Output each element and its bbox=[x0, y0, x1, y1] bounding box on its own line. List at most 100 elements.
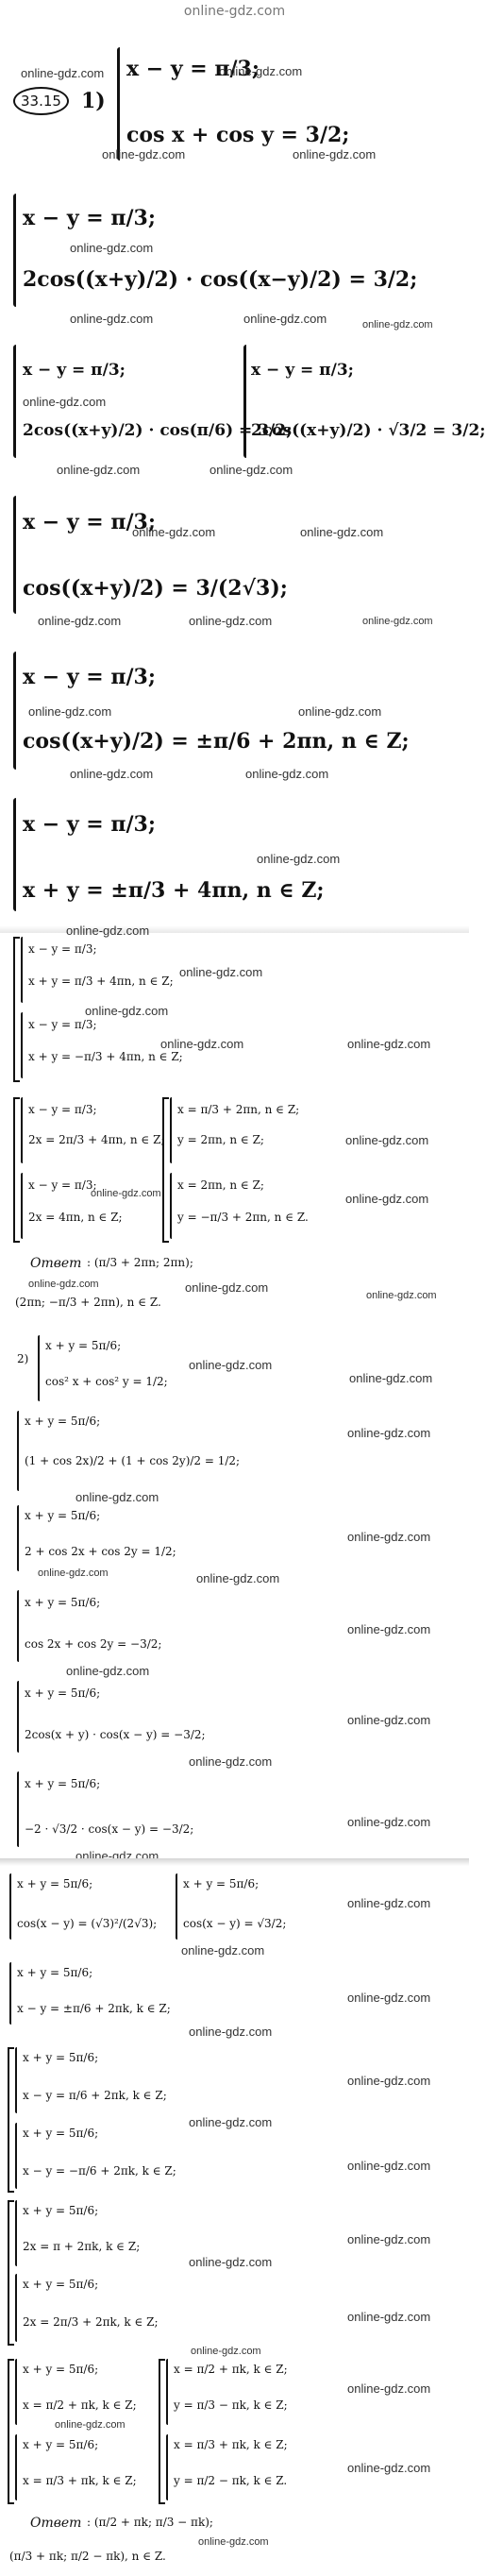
watermark: online-gdz.com bbox=[300, 525, 384, 539]
watermark: online-gdz.com bbox=[38, 1568, 109, 1579]
watermark: online-gdz.com bbox=[362, 616, 433, 627]
system-brace bbox=[38, 1335, 40, 1401]
watermark: online-gdz.com bbox=[55, 2419, 126, 2431]
watermark: online-gdz.com bbox=[160, 1037, 244, 1051]
site-header: online-gdz.com bbox=[183, 4, 286, 19]
watermark: online-gdz.com bbox=[28, 1279, 99, 1290]
equation-line: 2x = 2π/3 + 4πn, n ∈ Z; bbox=[28, 1133, 165, 1146]
watermark: online-gdz.com bbox=[91, 1188, 161, 1199]
system-brace bbox=[170, 1173, 172, 1239]
watermark: online-gdz.com bbox=[23, 395, 107, 409]
watermark: online-gdz.com bbox=[189, 2255, 273, 2269]
equation-line: x − y = π/3; bbox=[23, 665, 156, 689]
watermark: online-gdz.com bbox=[347, 2159, 431, 2173]
collection-bracket bbox=[8, 2200, 14, 2346]
equation-line: 2x = 4πn, n ∈ Z; bbox=[28, 1211, 123, 1224]
collection-bracket bbox=[8, 2359, 14, 2504]
system-brace bbox=[13, 798, 16, 911]
equation-line: x + y = 5π/6; bbox=[25, 1596, 101, 1609]
system-brace bbox=[15, 2434, 17, 2500]
collection-bracket bbox=[159, 2359, 165, 2504]
equation-line: cos((x+y)/2) = 3/(2√3); bbox=[23, 576, 288, 601]
equation-line: x + y = π/3 + 4πn, n ∈ Z; bbox=[28, 974, 174, 988]
system-brace bbox=[17, 1771, 19, 1847]
equation-line: y = π/2 − πk, k ∈ Z. bbox=[174, 2474, 288, 2487]
answer-line: : (π/3 + 2πn; 2πn); bbox=[87, 1256, 193, 1269]
equation-line: x + y = 5π/6; bbox=[25, 1509, 101, 1522]
watermark: online-gdz.com bbox=[70, 312, 154, 326]
equation-line: 2x = 2π/3 + 2πk, k ∈ Z; bbox=[23, 2315, 159, 2329]
part1-label: 1) bbox=[81, 89, 106, 113]
watermark: online-gdz.com bbox=[196, 1571, 280, 1585]
collection-bracket bbox=[162, 1097, 169, 1243]
system-brace bbox=[117, 47, 120, 161]
watermark: online-gdz.com bbox=[347, 1991, 431, 2005]
equation-line: x − y = ±π/6 + 2πk, k ∈ Z; bbox=[17, 2002, 171, 2015]
watermark: online-gdz.com bbox=[70, 767, 154, 781]
equation-line: x = π/3 + 2πn, n ∈ Z; bbox=[177, 1103, 300, 1116]
equation-line: cos x + cos y = 3/2; bbox=[126, 123, 350, 147]
equation-line: x = π/3 + πk, k ∈ Z; bbox=[174, 2438, 288, 2451]
watermark: online-gdz.com bbox=[345, 1133, 429, 1147]
watermark: online-gdz.com bbox=[132, 525, 216, 539]
equation-line: x + y = 5π/6; bbox=[23, 2051, 99, 2064]
watermark: online-gdz.com bbox=[70, 241, 154, 255]
equation-line: x − y = π/3; bbox=[126, 57, 260, 81]
equation-line: 2cos((x+y)/2) · √3/2 = 3/2; bbox=[251, 421, 486, 440]
watermark: online-gdz.com bbox=[347, 1896, 431, 1910]
equation-line: x = π/2 + πk, k ∈ Z; bbox=[23, 2398, 137, 2412]
equation-line: x − y = π/3; bbox=[28, 942, 97, 956]
equation-line: x − y = π/3; bbox=[23, 206, 156, 230]
watermark: online-gdz.com bbox=[347, 1530, 431, 1544]
watermark: online-gdz.com bbox=[189, 2025, 273, 2039]
equation-line: y = −π/3 + 2πn, n ∈ Z. bbox=[177, 1211, 309, 1224]
equation-line: x − y = π/3; bbox=[28, 1103, 97, 1116]
equation-line: cos((x+y)/2) = ±π/6 + 2πn, n ∈ Z; bbox=[23, 729, 410, 754]
equation-line: 2cos((x+y)/2) · cos((x−y)/2) = 3/2; bbox=[23, 267, 418, 292]
system-brace bbox=[13, 496, 16, 614]
watermark: online-gdz.com bbox=[209, 463, 293, 477]
watermark: online-gdz.com bbox=[189, 1358, 273, 1372]
watermark: online-gdz.com bbox=[245, 767, 329, 781]
watermark: online-gdz.com bbox=[66, 1664, 150, 1678]
system-brace bbox=[15, 2047, 17, 2113]
equation-line: x + y = 5π/6; bbox=[25, 1415, 101, 1428]
system-brace bbox=[166, 2359, 168, 2425]
equation-line: (1 + cos 2x)/2 + (1 + cos 2y)/2 = 1/2; bbox=[25, 1454, 241, 1467]
watermark: online-gdz.com bbox=[257, 852, 341, 866]
watermark: online-gdz.com bbox=[189, 614, 273, 628]
system-brace bbox=[15, 2274, 17, 2342]
watermark: online-gdz.com bbox=[293, 147, 377, 161]
equation-line: x + y = 5π/6; bbox=[25, 1686, 101, 1700]
collection-bracket bbox=[13, 937, 20, 1082]
equation-line: x − y = π/3; bbox=[23, 812, 156, 837]
answer-label: Ответ bbox=[30, 1256, 82, 1271]
system-brace bbox=[15, 2123, 17, 2189]
answer-line: (2πn; −π/3 + 2πn), n ∈ Z. bbox=[15, 1296, 161, 1309]
watermark: online-gdz.com bbox=[219, 64, 303, 78]
system-brace bbox=[13, 194, 16, 307]
equation-line: x − y = π/3; bbox=[23, 361, 126, 380]
watermark: online-gdz.com bbox=[85, 1004, 169, 1018]
system-brace bbox=[176, 1873, 177, 1940]
equation-line: 2x = π + 2πk, k ∈ Z; bbox=[23, 2240, 141, 2253]
equation-line: x = 2πn, n ∈ Z; bbox=[177, 1178, 264, 1192]
watermark: online-gdz.com bbox=[28, 704, 112, 719]
answer-label: Ответ bbox=[30, 2516, 82, 2531]
collection-bracket bbox=[8, 2047, 14, 2193]
watermark: online-gdz.com bbox=[189, 1754, 273, 1769]
equation-line: x + y = 5π/6; bbox=[23, 2363, 99, 2376]
equation-line: x + y = 5π/6; bbox=[17, 1877, 93, 1890]
system-brace bbox=[13, 652, 16, 770]
watermark: online-gdz.com bbox=[347, 1713, 431, 1727]
page-divider bbox=[0, 925, 469, 933]
page-divider bbox=[0, 1858, 469, 1866]
equation-line: x − y = π/3; bbox=[23, 510, 156, 534]
watermark: online-gdz.com bbox=[347, 1426, 431, 1440]
watermark: online-gdz.com bbox=[347, 1037, 431, 1051]
part2-label: 2) bbox=[17, 1352, 29, 1365]
answer-line: (π/3 + πk; π/2 − πk), n ∈ Z. bbox=[9, 2550, 166, 2563]
system-brace bbox=[17, 1411, 19, 1491]
system-brace bbox=[15, 2200, 17, 2266]
watermark: online-gdz.com bbox=[102, 147, 186, 161]
